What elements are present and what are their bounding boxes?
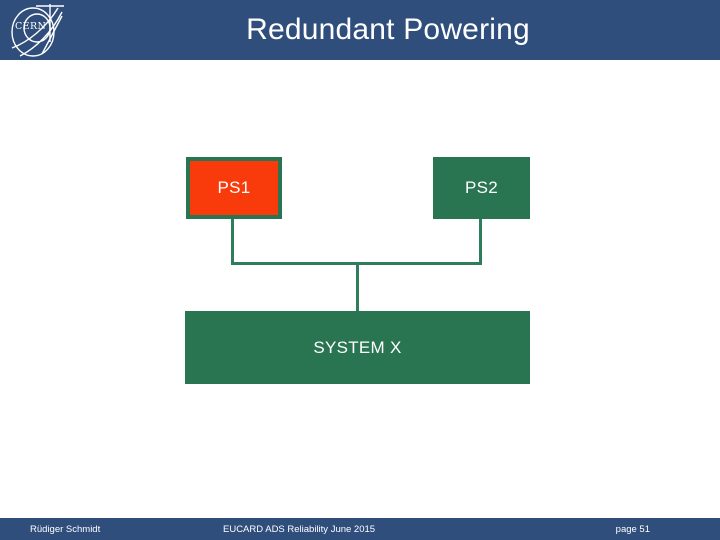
page-title: Redundant Powering <box>246 13 530 46</box>
slide-footer-band: Rüdiger Schmidt EUCARD ADS Reliability J… <box>0 518 720 540</box>
connector-ps2-vertical <box>479 219 482 265</box>
diagram-node-ps2[interactable]: PS2 <box>433 157 530 219</box>
diagram-node-system-x[interactable]: SYSTEM X <box>185 311 530 384</box>
cern-logo-text: CERN <box>15 21 46 32</box>
footer-event: EUCARD ADS Reliability June 2015 <box>223 523 376 535</box>
footer-page-number: page 51 <box>615 523 650 535</box>
slide-body: PS1 PS2 SYSTEM X <box>0 60 720 518</box>
slide-header-band: CERN Redundant Powering <box>0 0 720 60</box>
connector-system-vertical <box>356 262 359 312</box>
connector-ps1-vertical <box>231 219 234 265</box>
cern-logo: CERN <box>6 2 70 60</box>
footer-author: Rüdiger Schmidt <box>30 523 101 535</box>
diagram-node-system-x-label: SYSTEM X <box>313 337 402 357</box>
diagram-node-ps2-label: PS2 <box>464 178 499 197</box>
diagram-node-ps1-label: PS1 <box>217 178 251 197</box>
redundant-powering-diagram: PS1 PS2 SYSTEM X <box>0 60 720 518</box>
diagram-node-ps1[interactable]: PS1 <box>186 157 282 219</box>
